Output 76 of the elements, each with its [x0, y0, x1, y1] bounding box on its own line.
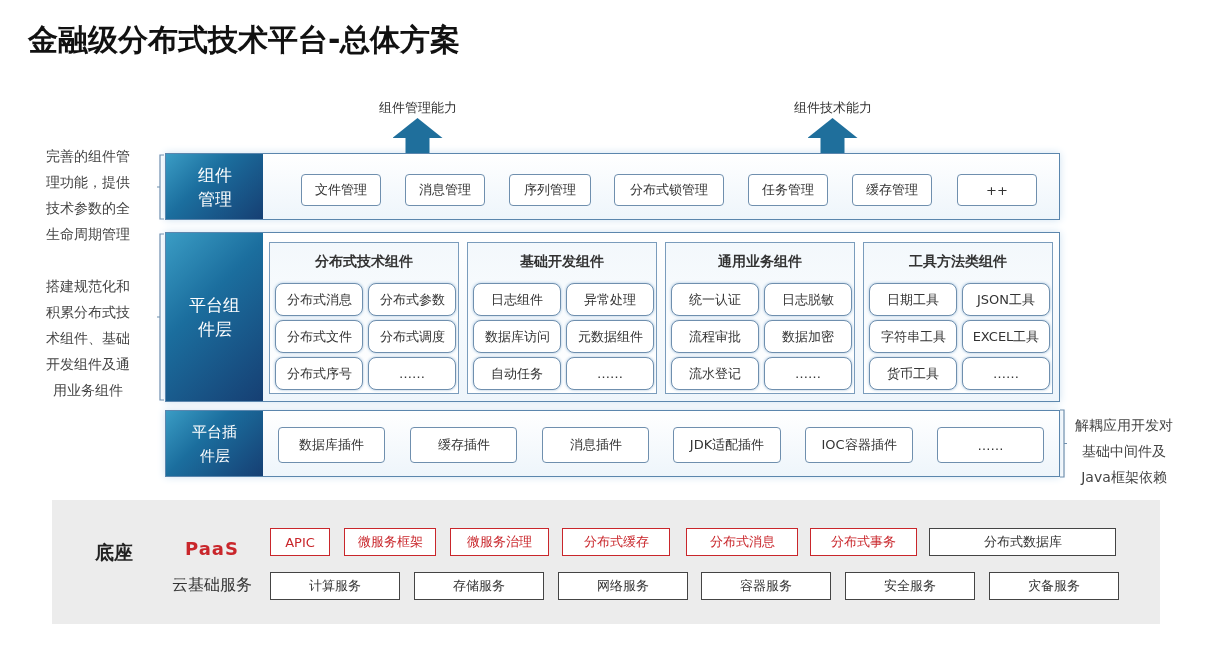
component-box: 缓存插件	[410, 427, 517, 463]
service-box: 灾备服务	[989, 572, 1119, 600]
layer-panel	[165, 153, 1060, 220]
group-box	[467, 242, 657, 394]
block-arrow	[392, 118, 443, 153]
service-box: 分布式缓存	[562, 528, 670, 556]
component-box: IOC容器插件	[805, 427, 913, 463]
component-box: 日志脱敏	[764, 283, 852, 316]
row-label: PaaS	[184, 538, 240, 559]
component-box: JDK适配插件	[673, 427, 781, 463]
component-box: 分布式锁管理	[614, 174, 724, 206]
service-box: 分布式消息	[686, 528, 798, 556]
block-arrow	[807, 118, 858, 153]
service-box: 容器服务	[701, 572, 832, 600]
component-box: 分布式文件	[275, 320, 363, 353]
component-box: 流水登记	[671, 357, 759, 390]
arrow-label: 组件技术能力	[785, 98, 880, 118]
component-box: EXCEL工具	[962, 320, 1050, 353]
arrow-label: 组件管理能力	[370, 98, 465, 118]
service-box: 微服务框架	[344, 528, 436, 556]
component-box: 统一认证	[671, 283, 759, 316]
base-title: 底座	[94, 540, 134, 565]
layer-header: 平台组件层	[166, 233, 263, 401]
group-title: 通用业务组件	[717, 253, 803, 271]
layer-header: 组件管理	[166, 154, 263, 219]
group-box	[665, 242, 855, 394]
component-box: ……	[566, 357, 654, 390]
component-box: 消息插件	[542, 427, 649, 463]
side-note: 完善的组件管理功能，提供技术参数的全生命周期管理	[45, 147, 131, 244]
component-box: 日志组件	[473, 283, 561, 316]
component-box: 自动任务	[473, 357, 561, 390]
component-box: 消息管理	[405, 174, 485, 206]
component-box: 任务管理	[748, 174, 828, 206]
group-title: 基础开发组件	[519, 253, 605, 271]
side-note: 搭建规范化和积累分布式技术组件、基础开发组件及通用业务组件	[45, 277, 131, 400]
component-box: ++	[957, 174, 1037, 206]
layer-panel	[165, 232, 1060, 402]
component-box: 异常处理	[566, 283, 654, 316]
component-box: 字符串工具	[869, 320, 957, 353]
slide-title: 金融级分布式技术平台-总体方案	[28, 21, 461, 59]
side-note: 解耦应用开发对基础中间件及Java框架依赖	[1074, 416, 1174, 487]
layer-panel	[165, 410, 1060, 477]
component-box: 货币工具	[869, 357, 957, 390]
group-box	[863, 242, 1053, 394]
group-title: 分布式技术组件	[314, 253, 414, 271]
component-box: 文件管理	[301, 174, 381, 206]
component-box: 流程审批	[671, 320, 759, 353]
component-box: 数据库插件	[278, 427, 385, 463]
component-box: 元数据组件	[566, 320, 654, 353]
service-box: 计算服务	[270, 572, 400, 600]
component-box: 分布式序号	[275, 357, 363, 390]
service-box: 分布式事务	[810, 528, 917, 556]
component-box: ……	[962, 357, 1050, 390]
component-box: 数据库访问	[473, 320, 561, 353]
component-box: JSON工具	[962, 283, 1050, 316]
component-box: ……	[937, 427, 1044, 463]
component-box: 序列管理	[509, 174, 591, 206]
service-box: 分布式数据库	[929, 528, 1116, 556]
component-box: 分布式参数	[368, 283, 456, 316]
component-box: 缓存管理	[852, 174, 932, 206]
component-box: 日期工具	[869, 283, 957, 316]
row-label: 云基础服务	[171, 575, 253, 596]
service-box: 网络服务	[557, 572, 688, 600]
group-title: 工具方法类组件	[908, 253, 1008, 271]
component-box: ……	[764, 357, 852, 390]
service-box: 存储服务	[413, 572, 544, 600]
component-box: 分布式消息	[275, 283, 363, 316]
layer-header: 平台插件层	[166, 411, 263, 476]
service-box: 微服务治理	[450, 528, 549, 556]
service-box: 安全服务	[845, 572, 976, 600]
component-box: ……	[368, 357, 456, 390]
component-box: 分布式调度	[368, 320, 456, 353]
base-panel	[52, 500, 1160, 624]
group-box	[269, 242, 459, 394]
service-box: APIC	[270, 528, 330, 556]
component-box: 数据加密	[764, 320, 852, 353]
